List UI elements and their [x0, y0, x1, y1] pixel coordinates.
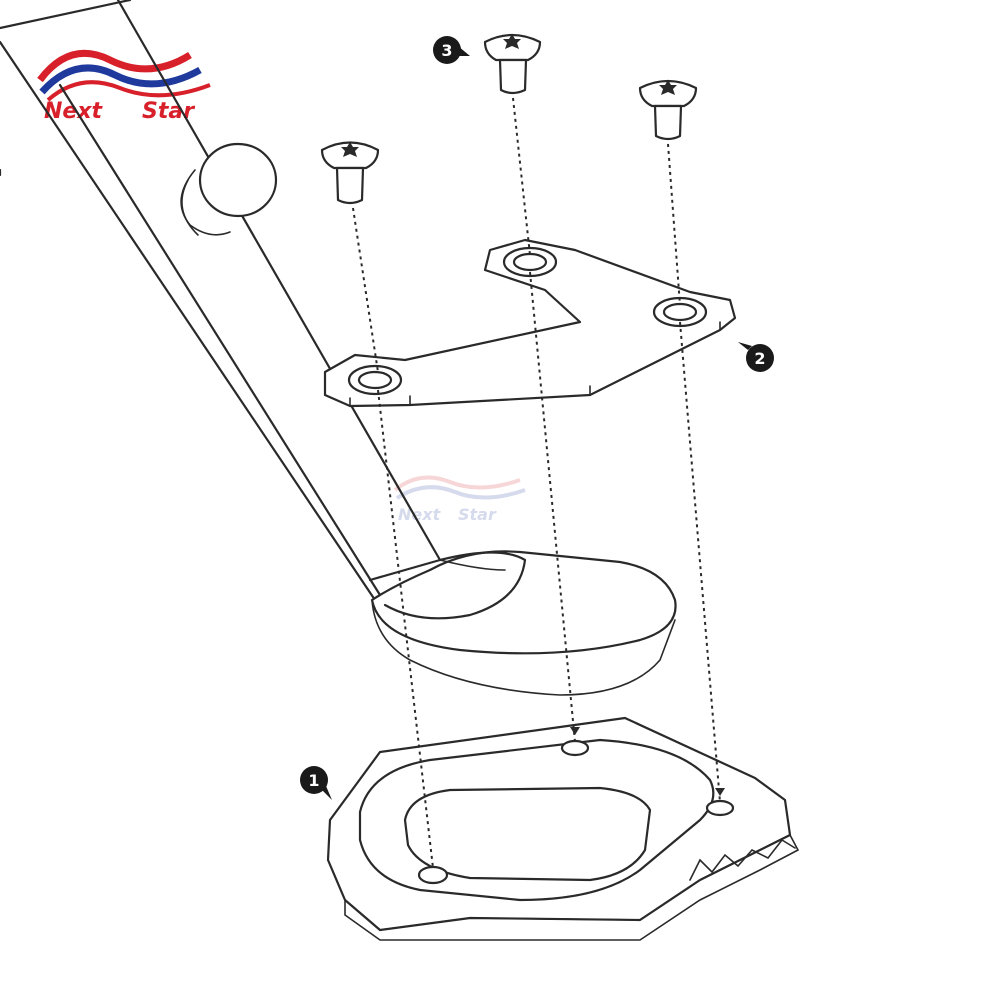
base-hole-top	[560, 739, 590, 757]
bracket-hole-top-inner	[512, 252, 548, 272]
callout-badge	[746, 344, 774, 372]
watermark-red-swoosh	[393, 475, 521, 492]
watermark-word-star: Star	[458, 505, 497, 524]
callout-pointer	[458, 46, 470, 56]
side-stand-enlarger-base	[326, 716, 800, 941]
stand-right-edge	[116, 0, 442, 562]
screw-top	[483, 33, 542, 95]
callout-1: 1	[300, 766, 332, 800]
torx-icon	[503, 34, 521, 49]
stand-ball-pivot	[198, 142, 278, 218]
stand-foot-underside	[371, 599, 676, 696]
screw-right	[638, 79, 698, 141]
callout-pointer	[322, 786, 332, 800]
alignment-guides	[352, 97, 725, 869]
torx-icon	[341, 142, 359, 157]
screw-right-shank	[653, 104, 683, 141]
watermark: Next Star	[393, 475, 526, 524]
screw-top-shank	[498, 58, 528, 95]
callout-2: 2	[738, 342, 774, 372]
callout-badge	[300, 766, 328, 794]
torx-countersunk-screws	[320, 33, 698, 205]
guide-right-upper	[667, 143, 681, 306]
bracket-hole-left-inner	[357, 370, 393, 390]
screw-right-head	[638, 79, 698, 108]
callout-pointer	[738, 342, 752, 350]
stand-outer-edge-top	[0, 0, 132, 30]
bracket-plate-thickness	[324, 321, 721, 407]
arrow-down-icon	[715, 788, 725, 796]
guide-top-lower	[529, 271, 576, 743]
watermark-word-next: Next	[398, 505, 442, 524]
stand-left-edge	[58, 83, 382, 597]
bracket-hole-right-inner	[662, 302, 698, 322]
callout-number: 1	[308, 771, 319, 790]
guide-right-lower	[679, 321, 721, 803]
guide-top-upper	[512, 97, 531, 256]
base-hole-right	[705, 799, 735, 817]
screw-top-head	[483, 33, 542, 62]
base-plate-teeth	[689, 838, 796, 881]
stand-collar-inner	[439, 559, 506, 571]
stand-foot-collar	[368, 551, 527, 620]
kickstand-leg	[0, 0, 677, 696]
mounting-bracket-plate	[323, 238, 737, 408]
callout-badge	[433, 36, 461, 64]
guide-left-lower	[377, 389, 434, 869]
callout-number: 2	[754, 349, 765, 368]
stand-outer-line	[0, 40, 377, 602]
base-hole-left	[417, 865, 449, 885]
stand-foot-pad	[370, 550, 677, 655]
guide-left-upper	[352, 207, 379, 373]
screw-left-head	[320, 141, 380, 170]
screw-left	[320, 141, 380, 205]
logo-red-swoosh-lower	[46, 80, 211, 102]
bracket-plate-inner-edge	[404, 321, 581, 361]
base-plate-recess-inner	[403, 786, 652, 882]
callout-3: 3	[433, 36, 470, 64]
logo-blue-swoosh	[39, 64, 202, 95]
arrow-down-icon	[570, 727, 580, 735]
watermark-blue-swoosh	[395, 485, 526, 500]
torx-icon	[659, 80, 677, 95]
pivot-arc-inner	[181, 179, 199, 236]
brand-logo: Next Star	[37, 49, 211, 124]
logo-red-swoosh	[37, 49, 192, 83]
callout-number: 3	[441, 41, 452, 60]
screw-left-shank	[335, 166, 365, 205]
logo-word-next: Next	[44, 99, 104, 124]
base-plate-side	[344, 833, 800, 941]
